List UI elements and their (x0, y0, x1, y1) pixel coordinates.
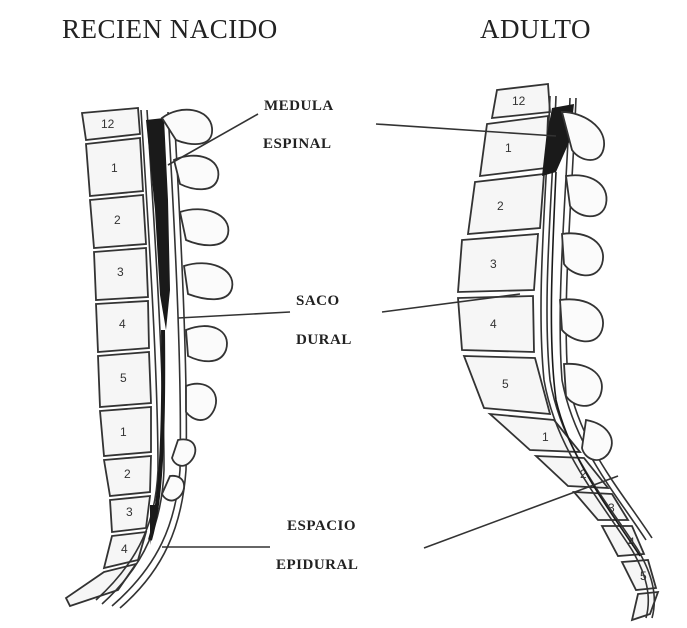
adult-num-3: 3 (490, 257, 497, 271)
newborn-num-12: 12 (101, 117, 115, 131)
label-medula: MEDULA (264, 98, 334, 114)
newborn-num-s1: 1 (120, 425, 127, 439)
newborn-num-s4: 4 (121, 542, 128, 556)
newborn-num-5: 5 (120, 371, 127, 385)
newborn-num-4: 4 (119, 317, 126, 331)
leader-epidural-adult (424, 476, 618, 548)
newborn-num-1: 1 (111, 161, 118, 175)
adult-num-1: 1 (505, 141, 512, 155)
newborn-spine: 12 1 2 3 4 5 1 2 3 4 (66, 108, 232, 608)
newborn-spinous-processes (162, 110, 232, 501)
newborn-coccyx (66, 564, 136, 606)
newborn-num-s2: 2 (124, 467, 131, 481)
adult-spinous-processes (560, 112, 612, 460)
label-dural: DURAL (296, 332, 352, 348)
adult-vertebra-2 (468, 174, 544, 234)
adult-vertebra-1 (480, 116, 548, 176)
adult-num-4: 4 (490, 317, 497, 331)
adult-num-12: 12 (512, 94, 526, 108)
newborn-num-3: 3 (117, 265, 124, 279)
newborn-num-2: 2 (114, 213, 121, 227)
leader-dural-sac-newborn (178, 312, 290, 318)
title-adult: ADULTO (480, 14, 591, 44)
label-epidural: EPIDURAL (276, 557, 358, 573)
newborn-vertebral-bodies (66, 108, 151, 606)
label-espacio: ESPACIO (287, 518, 356, 534)
adult-num-5: 5 (502, 377, 509, 391)
label-epidural-space: ESPACIO EPIDURAL (162, 476, 618, 573)
label-saco: SACO (296, 293, 340, 309)
newborn-num-s3: 3 (126, 505, 133, 519)
adult-num-2: 2 (497, 199, 504, 213)
adult-num-s1: 1 (542, 430, 549, 444)
adult-vertebra-3 (458, 234, 538, 292)
label-espinal: ESPINAL (263, 136, 332, 152)
adult-spine: 12 1 2 3 4 5 1 2 3 4 5 (458, 84, 658, 620)
title-newborn: RECIEN NACIDO (62, 14, 278, 44)
